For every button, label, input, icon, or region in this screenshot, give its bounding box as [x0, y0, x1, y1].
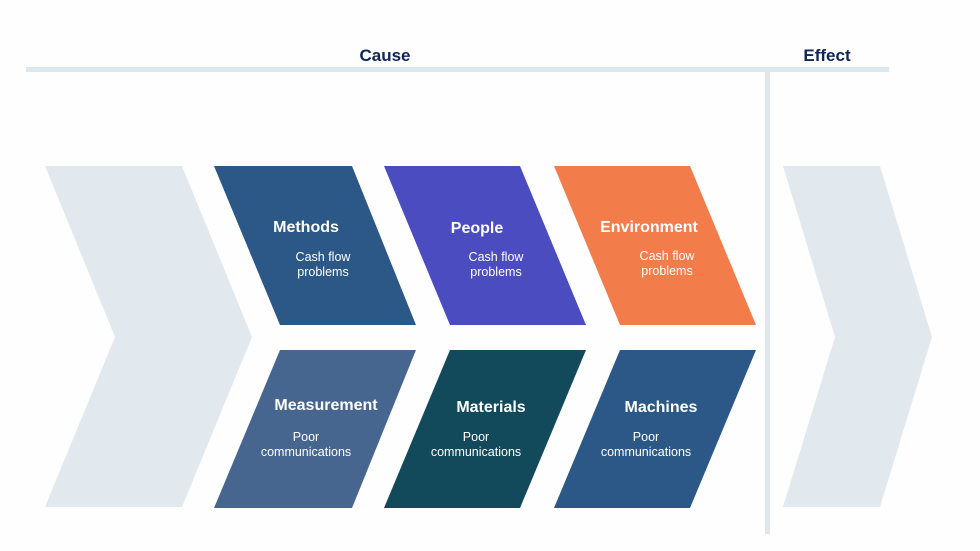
cause-card-people: People Cash flow problems	[384, 166, 586, 325]
card-title: Methods	[273, 219, 339, 236]
card-line1: Cash flow	[296, 250, 352, 264]
right-chevron-arrow	[783, 166, 932, 507]
card-shape	[554, 350, 756, 508]
effect-header: Effect	[803, 46, 851, 65]
card-line2: problems	[641, 264, 692, 278]
card-line2: communications	[601, 445, 691, 459]
cause-card-methods: Methods Cash flow problems	[214, 166, 416, 325]
card-line2: problems	[470, 265, 521, 279]
cause-effect-divider	[765, 72, 770, 534]
cause-card-materials: Materials Poor communications	[384, 350, 586, 508]
card-shape	[384, 166, 586, 325]
card-line1: Poor	[463, 430, 489, 444]
cause-card-measurement: Measurement Poor communications	[214, 350, 416, 508]
cause-card-environment: Environment Cash flow problems	[554, 166, 756, 325]
card-title: Environment	[600, 219, 698, 236]
card-title: Machines	[625, 399, 698, 416]
card-line2: problems	[297, 265, 348, 279]
card-shape	[214, 350, 416, 508]
card-line1: Cash flow	[469, 250, 525, 264]
card-shape	[214, 166, 416, 325]
left-chevron-arrow	[45, 166, 252, 507]
cause-card-machines: Machines Poor communications	[554, 350, 756, 508]
card-shape	[554, 166, 756, 325]
card-line1: Cash flow	[640, 249, 696, 263]
cause-header: Cause	[359, 46, 410, 65]
header-divider	[26, 67, 889, 72]
card-shape	[384, 350, 586, 508]
card-title: Measurement	[274, 397, 378, 414]
card-line2: communications	[431, 445, 521, 459]
card-line1: Poor	[293, 430, 319, 444]
card-line1: Poor	[633, 430, 659, 444]
card-line2: communications	[261, 445, 351, 459]
card-title: People	[451, 220, 504, 237]
card-title: Materials	[456, 399, 525, 416]
